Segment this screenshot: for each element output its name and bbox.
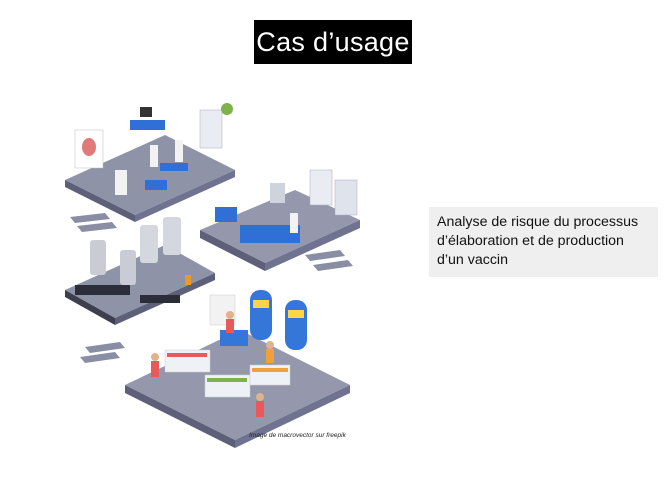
description-line: d’un vaccin <box>437 252 508 268</box>
research-lab-area <box>65 103 235 222</box>
pharmacy-area <box>125 290 350 448</box>
lab-bench-area <box>200 169 360 271</box>
slide-title: Cas d’usage <box>254 20 412 64</box>
isometric-lab-factory-pharmacy-illustration <box>65 103 360 448</box>
platform-steps <box>70 213 353 363</box>
production-factory-area <box>65 217 215 325</box>
use-case-description: Analyse de risque du processus d’élabora… <box>429 207 658 277</box>
slide-title-text: Cas d’usage <box>256 26 410 57</box>
description-line: Analyse de risque du processus <box>437 214 639 230</box>
description-line: d’élaboration et de production <box>437 233 624 249</box>
image-credit-caption: Image de macrovector sur freepik <box>249 432 346 439</box>
